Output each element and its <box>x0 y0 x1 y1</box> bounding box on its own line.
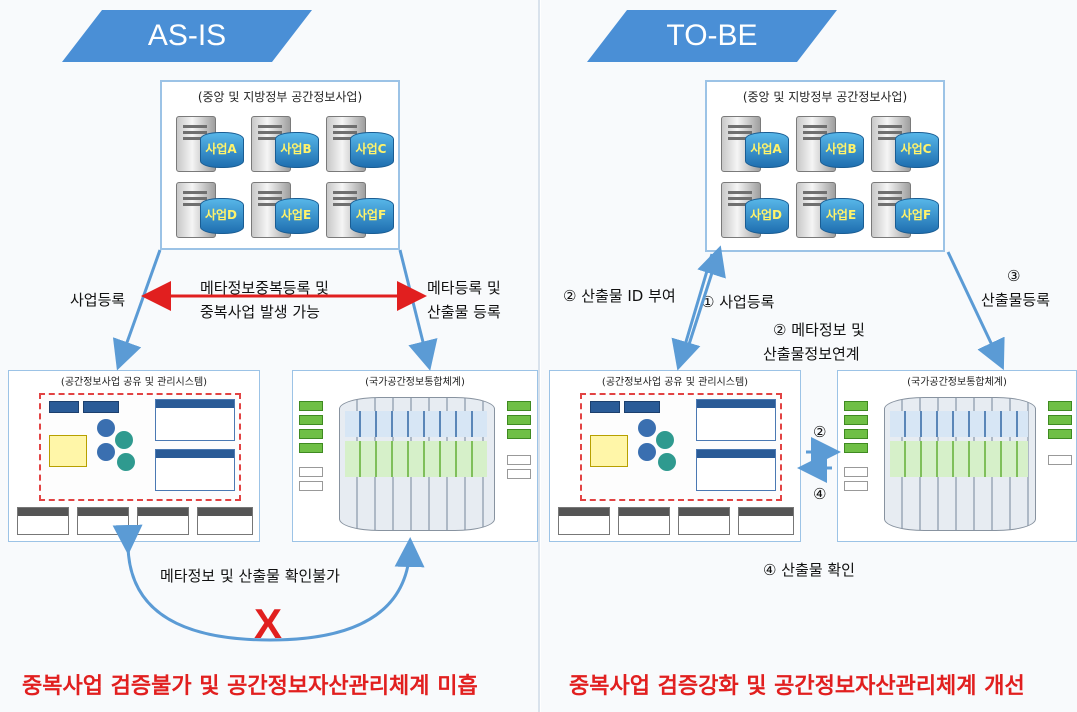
server-project-c: 사업C <box>869 114 939 172</box>
national-integration-box: (국가공간정보통합체계) <box>292 370 538 542</box>
sharing-system-title: (공간정보사업 공유 및 관리시스템) <box>601 377 749 388</box>
sharing-system-box: (공간정보사업 공유 및 관리시스템) <box>549 370 801 542</box>
label-link-line1: ② 메타정보 및 <box>773 321 865 339</box>
server-project-e: 사업E <box>249 180 319 238</box>
gov-projects-title: (중앙 및 지방정부 공간정보사업) <box>742 90 908 104</box>
label-duplicate-line2: 중복사업 발생 가능 <box>200 303 320 321</box>
server-project-a: 사업A <box>174 114 244 172</box>
server-project-d: 사업D <box>174 180 244 238</box>
as-is-banner: AS-IS <box>62 10 312 62</box>
to-be-bottom-title: 중복사업 검증강화 및 공간정보자산관리체계 개선 <box>569 674 1025 699</box>
label-output-register-num: ③ <box>1007 267 1021 285</box>
server-project-f: 사업F <box>869 180 939 238</box>
server-project-b: 사업B <box>249 114 319 172</box>
arrow-num-bottom: ④ <box>813 485 827 503</box>
label-link-line2: 산출물정보연계 <box>763 345 860 363</box>
label-confirm: ④ 산출물 확인 <box>763 561 855 579</box>
system-diagram <box>39 393 241 501</box>
gov-projects-box: (중앙 및 지방정부 공간정보사업) 사업A 사업B 사업C 사업D 사업E 사… <box>160 80 400 250</box>
label-output-register: 산출물등록 <box>981 291 1051 309</box>
gov-projects-title: (중앙 및 지방정부 공간정보사업) <box>197 90 363 104</box>
label-meta-line1: 메타등록 및 <box>427 279 501 297</box>
label-meta-line2: 산출물 등록 <box>427 303 501 321</box>
national-integration-title: (국가공간정보통합체계) <box>907 377 1007 388</box>
server-project-c: 사업C <box>324 114 394 172</box>
label-register: 사업등록 <box>70 291 126 309</box>
server-project-b: 사업B <box>794 114 864 172</box>
to-be-panel: TO-BE (중앙 및 지방정부 공간정보사업) 사업A 사업B 사업C 사업D… <box>541 0 1077 712</box>
server-grid: 사업A 사업B 사업C 사업D 사업E 사업F <box>174 114 394 238</box>
server-project-a: 사업A <box>719 114 789 172</box>
as-is-panel: AS-IS (중앙 및 지방정부 공간정보사업) 사업A 사업B 사업C 사업D… <box>8 0 540 712</box>
label-register: ① 사업등록 <box>701 293 775 311</box>
sharing-system-box: (공간정보사업 공유 및 관리시스템) <box>8 370 260 542</box>
x-mark: X <box>254 600 283 647</box>
sharing-system-title: (공간정보사업 공유 및 관리시스템) <box>60 377 208 388</box>
as-is-bottom-title: 중복사업 검증불가 및 공간정보자산관리체계 미흡 <box>22 674 478 699</box>
to-be-banner: TO-BE <box>587 10 837 62</box>
label-id-assign: ② 산출물 ID 부여 <box>563 287 676 305</box>
server-project-e: 사업E <box>794 180 864 238</box>
arrow-num-top: ② <box>813 423 827 441</box>
gov-projects-box: (중앙 및 지방정부 공간정보사업) 사업A 사업B 사업C 사업D 사업E 사… <box>705 80 945 252</box>
server-project-d: 사업D <box>719 180 789 238</box>
server-project-f: 사업F <box>324 180 394 238</box>
label-duplicate-line1: 메타정보중복등록 및 <box>200 279 329 297</box>
national-integration-title: (국가공간정보통합체계) <box>365 377 465 388</box>
national-integration-box: (국가공간정보통합체계) <box>837 370 1077 542</box>
banner-shape <box>587 10 837 62</box>
system-diagram <box>580 393 782 501</box>
banner-text: TO-BE <box>666 19 758 52</box>
label-unconfirmable: 메타정보 및 산출물 확인불가 <box>160 567 340 585</box>
server-grid: 사업A 사업B 사업C 사업D 사업E 사업F <box>719 114 939 238</box>
banner-text: AS-IS <box>147 19 227 52</box>
banner-shape <box>62 10 312 62</box>
